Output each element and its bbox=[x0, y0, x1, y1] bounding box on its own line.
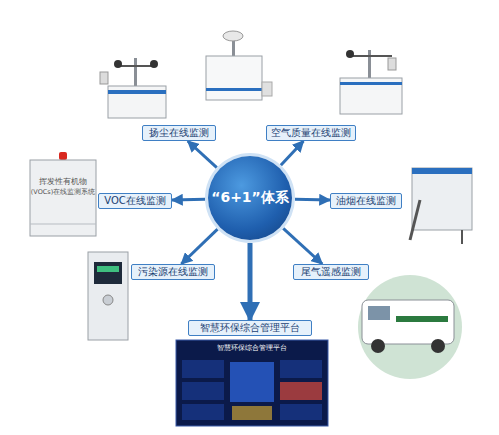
node-text: 尾气遥感监测 bbox=[301, 265, 361, 279]
probe bbox=[410, 200, 420, 240]
van-body bbox=[362, 300, 454, 344]
sampling-head bbox=[223, 31, 243, 41]
air-monitor-station bbox=[340, 50, 402, 114]
node-text: “6+1”体系 bbox=[211, 189, 289, 207]
category-box: 油烟在线监测 bbox=[330, 193, 402, 209]
sensor-arm bbox=[350, 55, 392, 57]
connector-arrow bbox=[295, 198, 330, 202]
warning-light bbox=[59, 152, 67, 160]
pollutant-analyzer bbox=[88, 252, 128, 340]
device-label: (VOCs)在线监测系统 bbox=[30, 188, 96, 197]
connector-arrow bbox=[188, 141, 217, 168]
screen-readout bbox=[97, 266, 119, 272]
device-label: 智慧环保综合管理平台 bbox=[176, 343, 328, 353]
wheel bbox=[431, 339, 445, 353]
air-quality-monitor bbox=[206, 31, 272, 100]
anemometer-cup bbox=[114, 60, 122, 68]
panel bbox=[280, 404, 322, 420]
category-box: 空气质量在线监测 bbox=[266, 125, 356, 141]
device-stripe bbox=[108, 90, 166, 94]
connector-arrow bbox=[172, 198, 205, 202]
connector-arrow bbox=[181, 229, 217, 264]
analyzer-screen bbox=[94, 262, 122, 284]
van-stripe bbox=[396, 316, 448, 322]
category-box: 智慧环保综合管理平台 bbox=[188, 320, 312, 336]
hub-circle: “6+1”体系 bbox=[208, 156, 292, 240]
node-text: 智慧环保综合管理平台 bbox=[200, 321, 300, 335]
dashboard-screenshot bbox=[176, 340, 328, 426]
map-area bbox=[230, 362, 274, 402]
node-text: 空气质量在线监测 bbox=[271, 126, 351, 140]
device-box bbox=[340, 78, 402, 114]
category-box: 污染源在线监测 bbox=[131, 264, 215, 280]
panel bbox=[182, 382, 224, 400]
connector-arrow bbox=[283, 228, 322, 264]
category-box: VOC在线监测 bbox=[98, 193, 172, 209]
device-label: 挥发性有机物 bbox=[30, 176, 96, 187]
device-stripe bbox=[412, 168, 472, 174]
node-text: 扬尘在线监测 bbox=[149, 126, 209, 140]
panel bbox=[182, 360, 224, 378]
node-text: 油烟在线监测 bbox=[336, 194, 396, 208]
device-side bbox=[262, 82, 272, 96]
panel bbox=[280, 382, 322, 400]
connector-arrow bbox=[248, 243, 253, 320]
node-text: VOC在线监测 bbox=[104, 194, 166, 208]
sensor bbox=[388, 58, 396, 70]
panel bbox=[280, 360, 322, 378]
anemometer-cup bbox=[346, 50, 354, 58]
connector-arrow bbox=[281, 141, 304, 165]
anemometer-cup bbox=[150, 60, 158, 68]
panel bbox=[232, 406, 272, 420]
cabinet-seam bbox=[30, 224, 96, 225]
wheel bbox=[371, 339, 385, 353]
dust-monitor bbox=[100, 58, 166, 118]
category-box: 扬尘在线监测 bbox=[142, 125, 216, 141]
cabinet bbox=[30, 160, 96, 236]
knob bbox=[103, 295, 113, 305]
voc-cabinet bbox=[30, 152, 96, 236]
device-box bbox=[206, 56, 262, 100]
photo-frame bbox=[358, 275, 462, 379]
pole bbox=[368, 50, 371, 80]
sensor-arm bbox=[118, 65, 154, 67]
dashboard-frame bbox=[176, 340, 328, 426]
device-box bbox=[108, 86, 166, 118]
cabinet bbox=[412, 168, 472, 230]
sensor bbox=[100, 72, 108, 84]
cable bbox=[461, 230, 463, 244]
device-stripe bbox=[206, 88, 262, 91]
remote-sensing-van bbox=[358, 275, 462, 379]
category-box: 尾气遥感监测 bbox=[293, 264, 369, 280]
van-window bbox=[368, 306, 390, 320]
node-text: 污染源在线监测 bbox=[138, 265, 208, 279]
device-stripe bbox=[340, 82, 402, 85]
oil-smoke-monitor bbox=[410, 168, 472, 244]
analyzer-body bbox=[88, 252, 128, 340]
panel bbox=[182, 404, 224, 420]
